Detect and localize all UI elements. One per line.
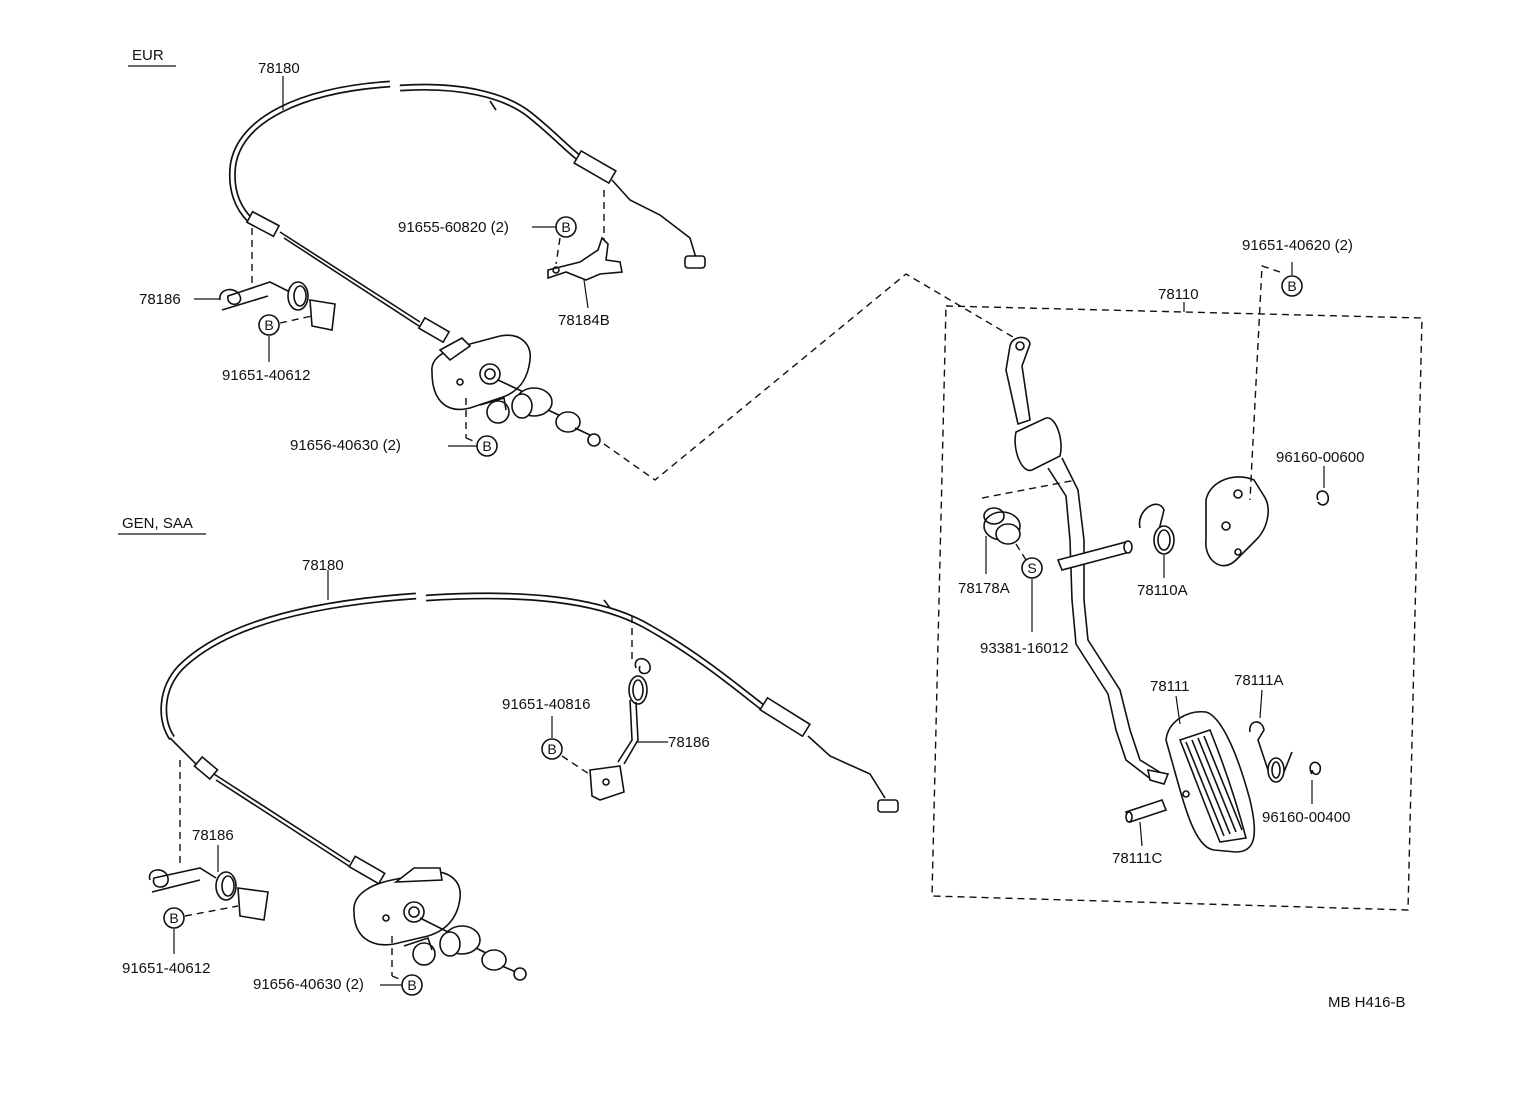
label-bushing: 93381-16012: [980, 640, 1068, 657]
label-pedal-bolt: 91651-40620 (2): [1242, 237, 1353, 254]
label-pad-spring: 78111A: [1234, 672, 1284, 689]
clip-lower: [1309, 761, 1322, 804]
label-pedal-spring: 78110A: [1137, 582, 1188, 599]
pedal-pad: [1165, 711, 1256, 853]
label-pedal-pad: 78111: [1150, 678, 1190, 695]
label-eur-bracket-bolt: 91655-60820 (2): [398, 219, 509, 236]
label-clip-upper: 96160-00600: [1276, 449, 1364, 466]
label-eur-cable: 78180: [258, 60, 300, 77]
label-gen-bolt-mount: 91656-40630 (2): [253, 976, 364, 993]
circled-letter-icon: [163, 907, 185, 929]
label-gen-bolt-upper: 91651-40816: [502, 696, 590, 713]
pedal-bolt-callout: B: [1249, 262, 1303, 501]
label-eur-bolt-mount: 91656-40630 (2): [290, 437, 401, 454]
label-gen-spring-lower: 78186: [192, 827, 234, 844]
callout-symbol-b: B: [547, 741, 556, 757]
gen-saa-section: GEN, SAA 78180: [118, 515, 899, 996]
gen-bolt-upper-callout: B: [541, 738, 593, 777]
eur-spring: [219, 281, 336, 331]
bushing-callout: S: [1015, 543, 1043, 632]
gen-bolt-lower-callout: B: [163, 905, 239, 954]
eur-bracket: [547, 236, 623, 281]
gen-cable-mount: [353, 867, 527, 981]
eur-bolt-mount-callout: B: [448, 398, 498, 457]
label-eur-spring: 78186: [139, 291, 181, 308]
eur-bolt-spring-callout: B: [258, 314, 313, 362]
pedal-arm: [1005, 336, 1170, 785]
pedal-assembly: 78110 78178A S 93381-16012: [931, 237, 1423, 911]
pedal-spring: [1138, 503, 1175, 555]
gen-cable: [160, 592, 899, 885]
circled-letter-icon: [541, 738, 563, 760]
cushion: [983, 507, 1021, 545]
callout-symbol-b: B: [264, 317, 273, 333]
pad-pin: [1124, 799, 1168, 823]
label-pad-pin: 78111C: [1112, 850, 1162, 867]
figure-code: MB H416-B: [1328, 994, 1406, 1011]
label-pedal-assy: 78110: [1158, 286, 1199, 303]
callout-symbol-b: B: [482, 438, 491, 454]
eur-cable-mount: [431, 334, 601, 447]
gen-spring-upper: [589, 657, 651, 801]
label-clip-lower: 96160-00400: [1262, 809, 1350, 826]
label-gen-spring-upper: 78186: [668, 734, 710, 751]
pedal-shaft: [1056, 540, 1133, 571]
label-eur-bolt-spring: 91651-40612: [222, 367, 310, 384]
label-eur-bracket: 78184B: [558, 312, 610, 329]
label-gen-bolt-lower: 91651-40612: [122, 960, 210, 977]
callout-symbol-b: B: [561, 219, 570, 235]
circled-letter-icon: [1021, 557, 1043, 579]
section-title-eur: EUR: [132, 47, 164, 64]
label-cushion: 78178A: [958, 580, 1010, 597]
gen-spring-lower: [148, 867, 269, 921]
callout-symbol-b: B: [169, 910, 178, 926]
callout-symbol-b: B: [407, 977, 416, 993]
circled-letter-icon: [258, 314, 280, 336]
label-gen-cable: 78180: [302, 557, 344, 574]
callout-symbol-b: B: [1287, 278, 1296, 294]
clip-upper: [1316, 466, 1330, 506]
callout-symbol-s: S: [1027, 560, 1036, 576]
pad-spring: [1249, 721, 1293, 783]
eur-section: EUR 78186 B: [128, 47, 706, 457]
circled-letter-icon: [1281, 275, 1303, 297]
eur-cable: [228, 80, 706, 344]
pedal-bracket: [1205, 476, 1269, 567]
section-title-gen-saa: GEN, SAA: [122, 515, 193, 532]
eur-bracket-bolt-callout: B: [532, 216, 577, 265]
connection-line: [603, 273, 1019, 481]
pedal-assembly-boundary: [931, 305, 1423, 911]
gen-bolt-mount-callout: B: [380, 936, 423, 996]
